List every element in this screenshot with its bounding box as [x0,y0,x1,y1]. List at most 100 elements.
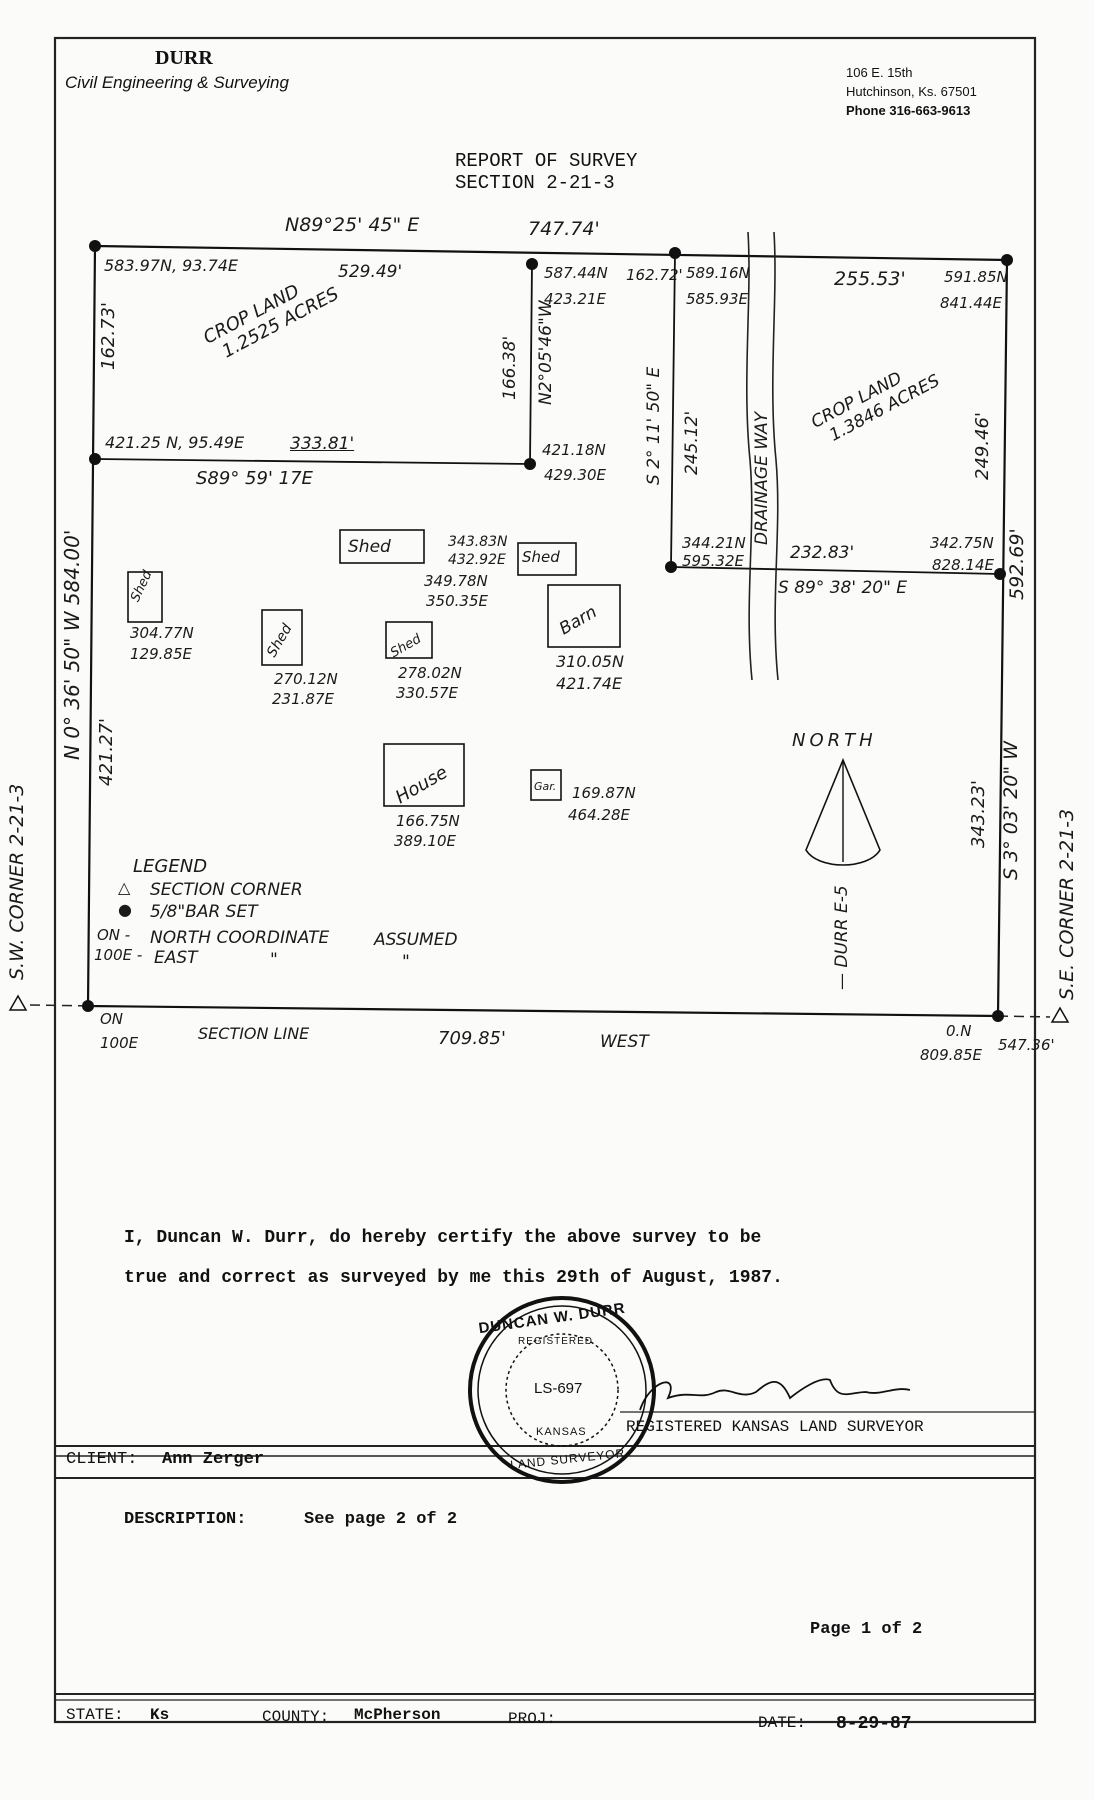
signature-role: REGISTERED KANSAS LAND SURVEYOR [626,1418,924,1436]
east-corner-n: 342.75N [930,534,994,552]
east-total: 592.69' [1006,528,1028,600]
section-corner-marker [8,994,28,1011]
proj-label: PROJ: [508,1710,557,1728]
legend-key-100e: 100E - [94,946,143,964]
north-seg-2: 162.72' [626,266,683,284]
se-coord-n: 0.N [946,1022,972,1040]
house-e: 389.10E [394,832,456,850]
inner-corner-n: 421.18N [542,441,606,459]
shed-4-label: Shed [348,537,391,557]
nw-coordinate: 583.97N, 93.74E [104,256,239,275]
bar-set-marker [82,1000,94,1012]
section-corner-marker [1050,1006,1070,1023]
durr-es-label: — DURR E-5 [832,885,852,990]
north-arrow-label: NORTH [792,730,877,751]
building-barn [547,584,621,648]
building-shed-3 [385,621,433,659]
date-value: 8-29-87 [836,1714,912,1734]
report-section: SECTION 2-21-3 [455,172,615,194]
building-shed-2 [261,609,303,666]
seal-inner [505,1333,619,1447]
seal-number: LS-697 [534,1380,583,1397]
legend-triangle-icon: △ [118,878,131,897]
building-shed-1 [127,571,163,623]
house-n: 166.75N [396,812,460,830]
east-bearing: S 3° 03' 20" W [1000,741,1022,880]
county-value: McPherson [354,1706,441,1724]
client-value: Ann Zerger [162,1450,265,1469]
west-mid-seg: 333.81' [290,434,355,454]
north-seg-1: 529.49' [338,262,403,282]
barn-e: 421.74E [556,674,623,693]
sw-coord-n: ON [100,1010,124,1028]
drainage-way: DRAINAGE WAY [752,411,772,545]
bar-set-marker [89,453,101,465]
shed-3-e: 330.57E [396,684,458,702]
firm-address-1: 106 E. 15th [846,65,913,80]
building-garage [530,769,562,801]
firm-tagline: Civil Engineering & Surveying [65,73,289,92]
bar-set-marker [665,561,677,573]
legend-item-east: EAST [154,948,198,968]
east-mid-e: 595.32E [682,552,744,570]
sw-coord-e: 100E [100,1034,139,1052]
bar-set-marker [526,258,538,270]
bar-set-marker [89,240,101,252]
east-mid-seg: 232.83' [790,543,855,563]
legend-item-section-corner: SECTION CORNER [150,880,303,900]
barn-n: 310.05N [556,652,624,671]
inner-vert-bearing: N2°05'46"W [536,300,556,405]
legend-ditto-1: " [270,950,278,970]
north-seg-3: 255.53' [834,268,906,290]
certification-line-2: true and correct as surveyed by me this … [124,1268,783,1288]
state-value: Ks [150,1706,170,1724]
se-corner-label: S.E. CORNER 2-21-3 [1056,808,1078,1000]
legend-title: LEGEND [133,856,208,877]
legend-dot-icon: ● [118,900,132,919]
ne-mid-e: 585.93E [686,290,748,308]
firm-name: DURR [155,47,213,69]
certification-line-1: I, Duncan W. Durr, do hereby certify the… [124,1228,762,1248]
ne-corner-e: 841.44E [940,294,1002,312]
west-mid-coordinate: 421.25 N, 95.49E [105,433,245,452]
page-number: Page 1 of 2 [810,1620,923,1639]
inner-vert-length: 166.38' [500,335,520,400]
north-bearing: N89°25' 45" E [285,214,420,236]
bar-set-marker [1001,254,1013,266]
garage-n: 169.87N [572,784,636,802]
bar-set-marker [524,458,536,470]
shed-2-n: 270.12N [274,670,338,688]
building-shed-5 [517,542,577,576]
east-top-seg: 249.46' [972,412,993,480]
section-line-label: SECTION LINE [198,1024,310,1043]
north-arrow [805,757,881,866]
firm-address-2: Hutchinson, Ks. 67501 [846,84,977,99]
south-direction: WEST [600,1032,649,1052]
se-offset: 547.36' [998,1036,1055,1054]
shed-4-n: 349.78N [424,572,488,590]
bar-set-marker [994,568,1006,580]
section-line-east [997,1015,1051,1018]
mid-top-e: 423.21E [544,290,606,308]
se-coord-e: 809.85E [920,1046,982,1064]
legend-item-north: NORTH COORDINATE [150,928,330,948]
date-label: DATE: [758,1714,807,1732]
ne-corner-n: 591.85N [944,268,1008,286]
legend-key-on: ON - [97,926,131,944]
firm-phone: Phone 316-663-9613 [846,103,971,118]
shed-5-e: 432.92E [448,552,506,568]
shed-1-e: 129.85E [130,645,192,663]
shed-3-n: 278.02N [398,664,462,682]
shed-5-n: 343.83N [448,534,508,550]
report-title: REPORT OF SURVEY [455,150,638,172]
vert2-bearing: S 2° 11' 50" E [644,366,664,485]
description-label: DESCRIPTION: [124,1510,247,1529]
west-top-seg: 162.73' [98,302,119,370]
west-bearing: N 0° 36' 50" W 584.00' [60,529,84,760]
shed-5-label: Shed [522,548,560,566]
state-label: STATE: [66,1706,124,1724]
south-length: 709.85' [438,1028,506,1049]
bar-set-marker [992,1010,1004,1022]
